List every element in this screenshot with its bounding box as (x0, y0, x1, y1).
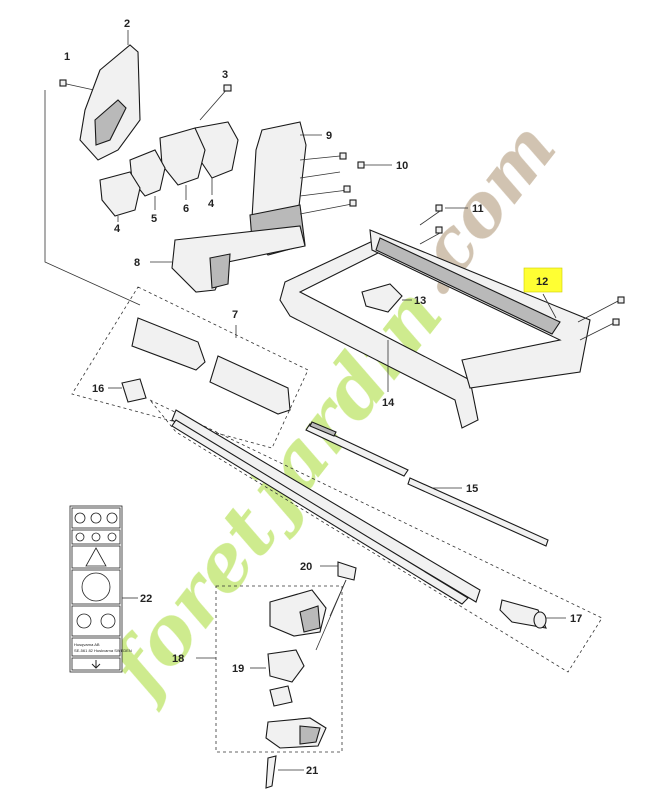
part-label-18: 18 (172, 653, 184, 665)
part-6-clamp (159, 127, 206, 200)
watermark-text-secondary: jardin (220, 270, 460, 542)
part-22-warning-decal: Husqvarna AB SE-561 82 Huskvarna SWEDEN (69, 505, 138, 673)
part-label-10: 10 (396, 160, 408, 172)
part-label-1: 1 (64, 51, 70, 63)
part-21-bolt (265, 755, 304, 789)
part-13-clip (361, 283, 412, 313)
part-3-screw (199, 84, 232, 121)
part-16-plug (108, 378, 147, 403)
part-label-2: 2 (124, 18, 130, 30)
part-label-15: 15 (466, 483, 478, 495)
label-12-highlight (523, 267, 563, 293)
part-label-6: 6 (183, 203, 189, 215)
watermark: foret jardin .com (90, 106, 572, 716)
part-label-8: 8 (134, 257, 140, 269)
decal-arrow-down-icon (91, 660, 101, 669)
part-14-frame (279, 229, 591, 429)
part-label-12: 12 (536, 276, 548, 288)
part-label-3: 3 (222, 69, 228, 81)
part-label-22: 22 (140, 593, 152, 605)
part-10-screws (299, 152, 392, 215)
part-label-19: 19 (232, 663, 244, 675)
part-label-7: 7 (232, 309, 238, 321)
part-18-switch-housing-group (196, 561, 357, 753)
assembly-outline-line (44, 90, 141, 306)
part-label-4-upper: 4 (208, 198, 215, 210)
part-labels: 1 2 3 4 4 5 6 7 8 9 10 11 12 13 14 15 16… (64, 18, 582, 777)
part-label-13: 13 (414, 295, 426, 307)
part-label-4-lower: 4 (114, 223, 121, 235)
part-17-end-cap (499, 599, 566, 629)
part-label-9: 9 (326, 130, 332, 142)
part-label-5: 5 (151, 213, 157, 225)
part-2-handle-bracket (79, 30, 141, 161)
part-1-screw (59, 79, 95, 91)
part-label-11: 11 (472, 203, 484, 215)
decal-text-line-1: Husqvarna AB (74, 642, 100, 647)
decal-text-line-2: SE-561 82 Huskvarna SWEDEN (74, 648, 132, 653)
part-7-foam-sleeves-group (71, 286, 309, 449)
shaft-tube-assembly (149, 399, 603, 673)
part-4-sleeve-lower (99, 171, 141, 222)
part-8-handle-base (150, 225, 306, 293)
part-15-drive-shaft (407, 477, 549, 547)
part-label-16: 16 (92, 383, 104, 395)
part-11-screws (419, 204, 468, 245)
part-label-21: 21 (306, 765, 318, 777)
part-label-20: 20 (300, 561, 312, 573)
part-12-screws (542, 293, 625, 341)
part-label-14: 14 (382, 397, 395, 409)
part-label-17: 17 (570, 613, 582, 625)
